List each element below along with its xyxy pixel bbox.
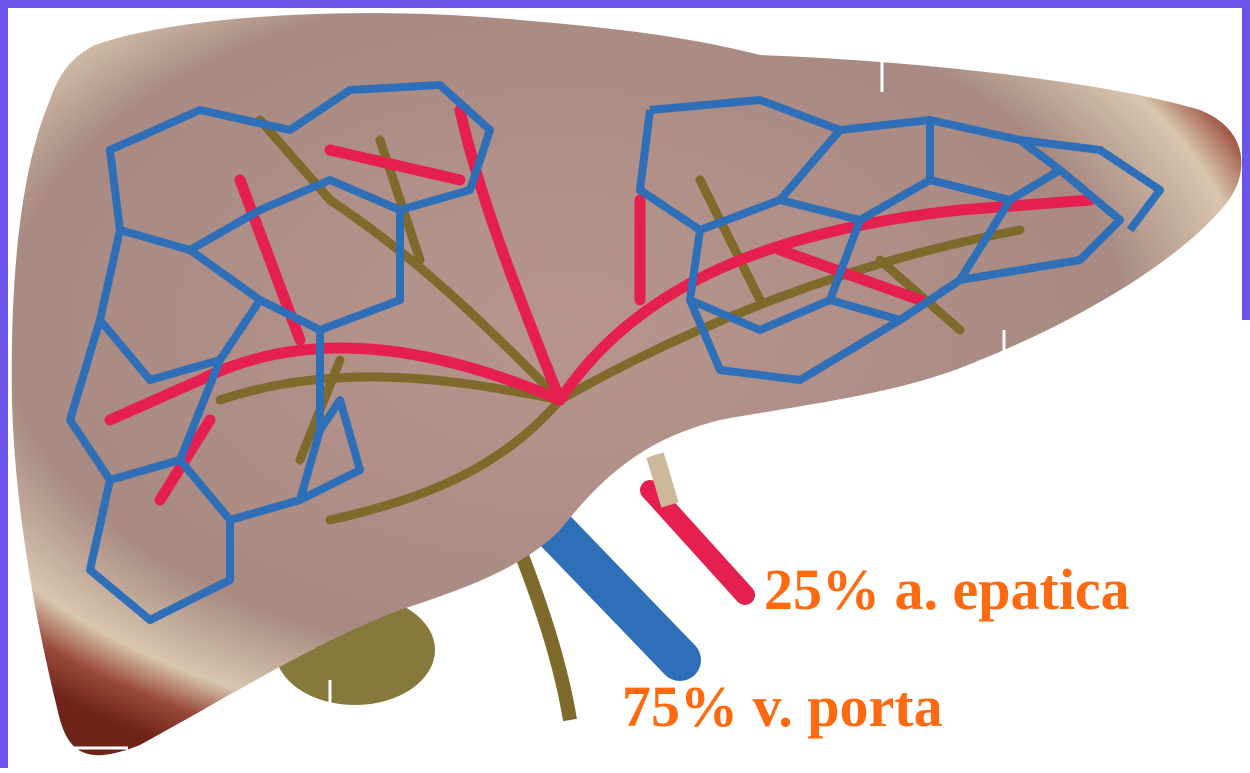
hepatic-artery-label: 25% a. epatica [764,561,1130,619]
frame-left [0,0,8,768]
portal-vein-label: 75% v. porta [622,678,943,736]
frame-right [1242,0,1250,320]
frame-top [0,0,1250,8]
portal-vein-trunk [545,520,680,660]
